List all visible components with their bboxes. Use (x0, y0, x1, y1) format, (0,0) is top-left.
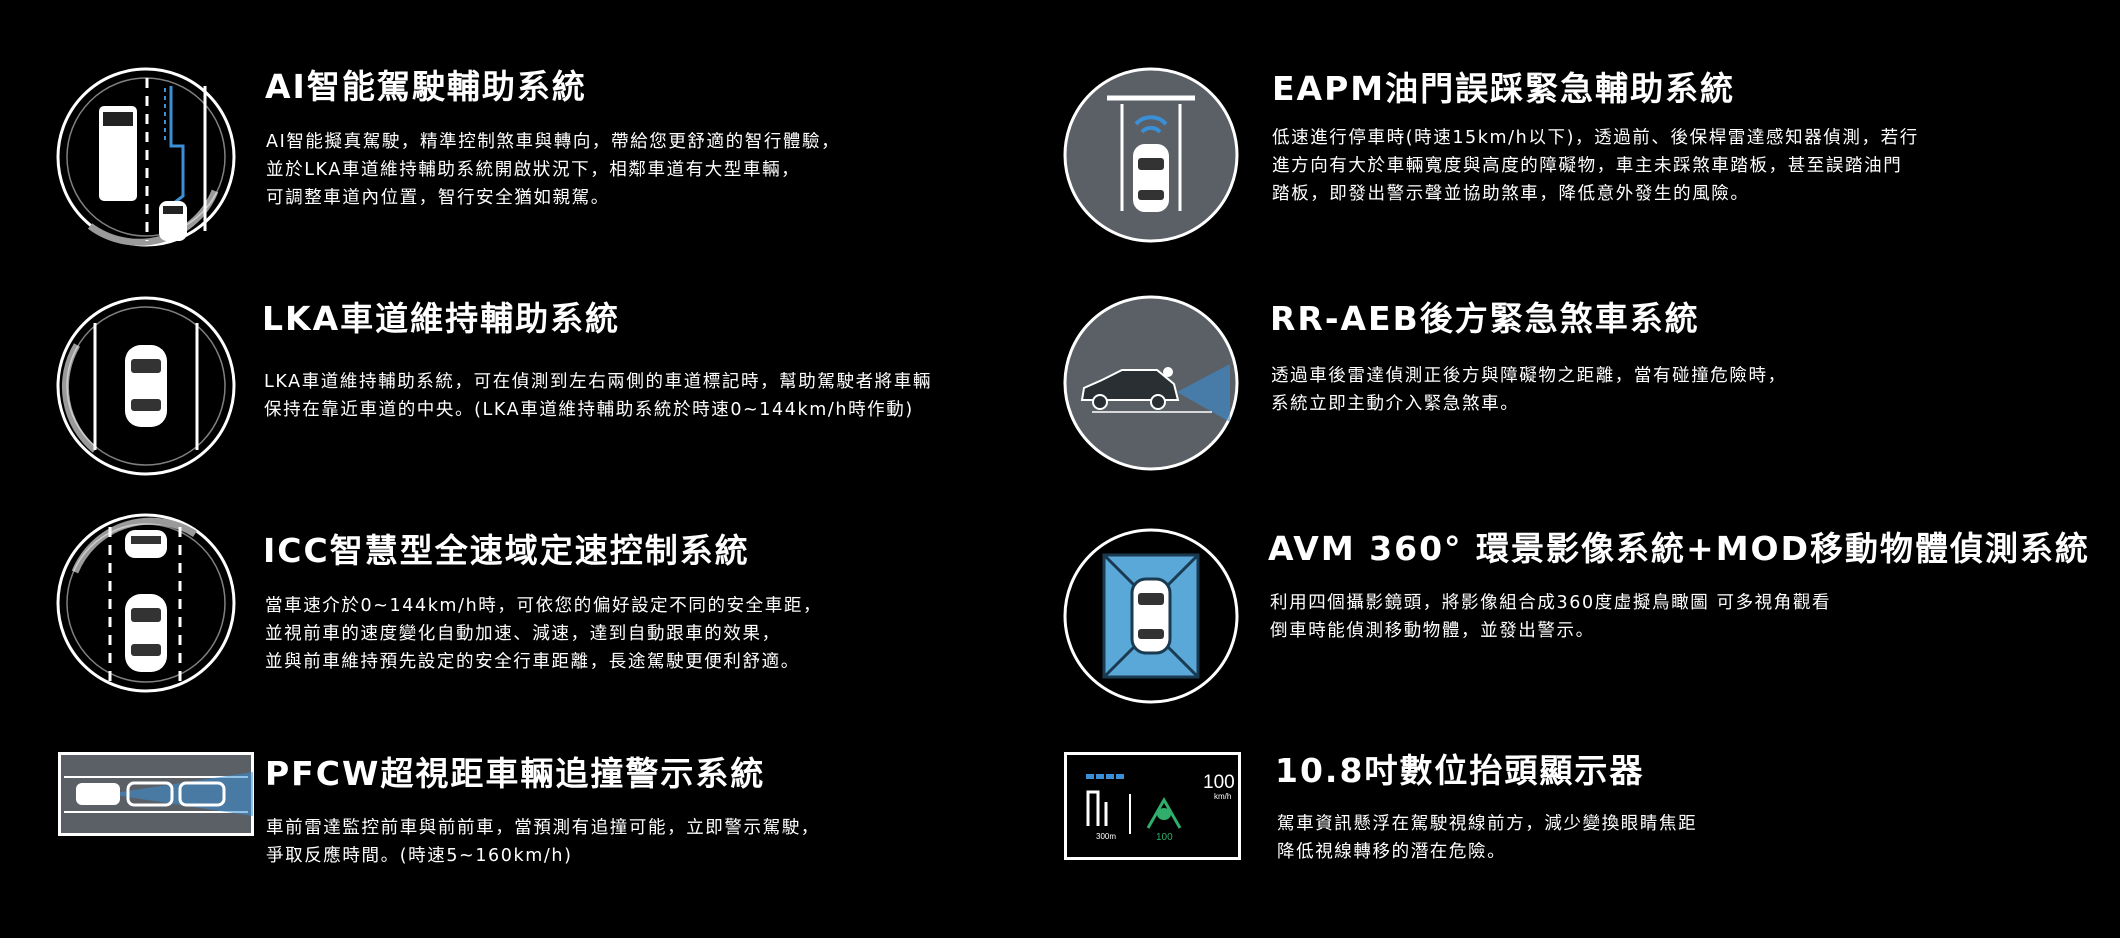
feature-title: RR-AEB後方緊急煞車系統 (1270, 299, 1700, 338)
head-up-display-icon: 100 km/h 300m 100 (1064, 752, 1241, 860)
feature-title: PFCW超視距車輛追撞警示系統 (265, 754, 766, 793)
hud-speed-unit: km/h (1214, 792, 1232, 801)
lane-keeping-icon (55, 295, 237, 477)
feature-description: LKA車道維持輔助系統，可在偵測到左右兩側的車道標記時，幫助駕駛者將車輛 保持在… (264, 372, 932, 420)
rear-braking-icon (1062, 294, 1240, 472)
feature-description: 透過車後雷達偵測正後方與障礙物之距離，當有碰撞危險時， 系統立即主動介入緊急煞車… (1271, 366, 1787, 414)
cruise-control-icon (55, 512, 237, 694)
feature-description: 低速進行停車時(時速15km/h以下)，透過前、後保桿雷達感知器偵測，若行 進方… (1272, 128, 1919, 204)
feature-description: AI智能擬真駕駛，精準控制煞車與轉向，帶給您更舒適的智行體驗， 並於LKA車道維… (266, 132, 841, 208)
feature-description: 駕車資訊懸浮在駕駛視線前方，減少變換眼睛焦距 降低視線轉移的潛在危險。 (1277, 814, 1698, 862)
feature-title: AVM 360° 環景影像系統+MOD移動物體偵測系統 (1268, 529, 2090, 568)
feature-description: 利用四個攝影鏡頭，將影像組合成360度虛擬鳥瞰圖 可多視角觀看 倒車時能偵測移動… (1270, 593, 1832, 641)
pedal-misapplication-icon (1062, 66, 1240, 244)
feature-description: 車前雷達監控前車與前前車，當預測有追撞可能，立即警示駕駛， 爭取反應時間。(時速… (266, 818, 820, 866)
feature-title: EAPM油門誤踩緊急輔助系統 (1272, 69, 1736, 108)
hud-distance: 300m (1096, 832, 1117, 841)
forward-collision-icon (58, 752, 254, 836)
feature-title: LKA車道維持輔助系統 (262, 299, 621, 338)
feature-title: AI智能駕駛輔助系統 (265, 67, 587, 106)
hud-speed: 100 (1203, 772, 1235, 793)
hud-limit: 100 (1156, 832, 1173, 843)
surround-view-icon (1062, 527, 1240, 705)
feature-title: 10.8吋數位抬頭顯示器 (1275, 751, 1645, 790)
feature-description: 當車速介於0~144km/h時，可依您的偏好設定不同的安全車距， 並視前車的速度… (265, 596, 823, 672)
ai-driving-icon (55, 66, 237, 248)
feature-title: ICC智慧型全速域定速控制系統 (263, 531, 750, 570)
